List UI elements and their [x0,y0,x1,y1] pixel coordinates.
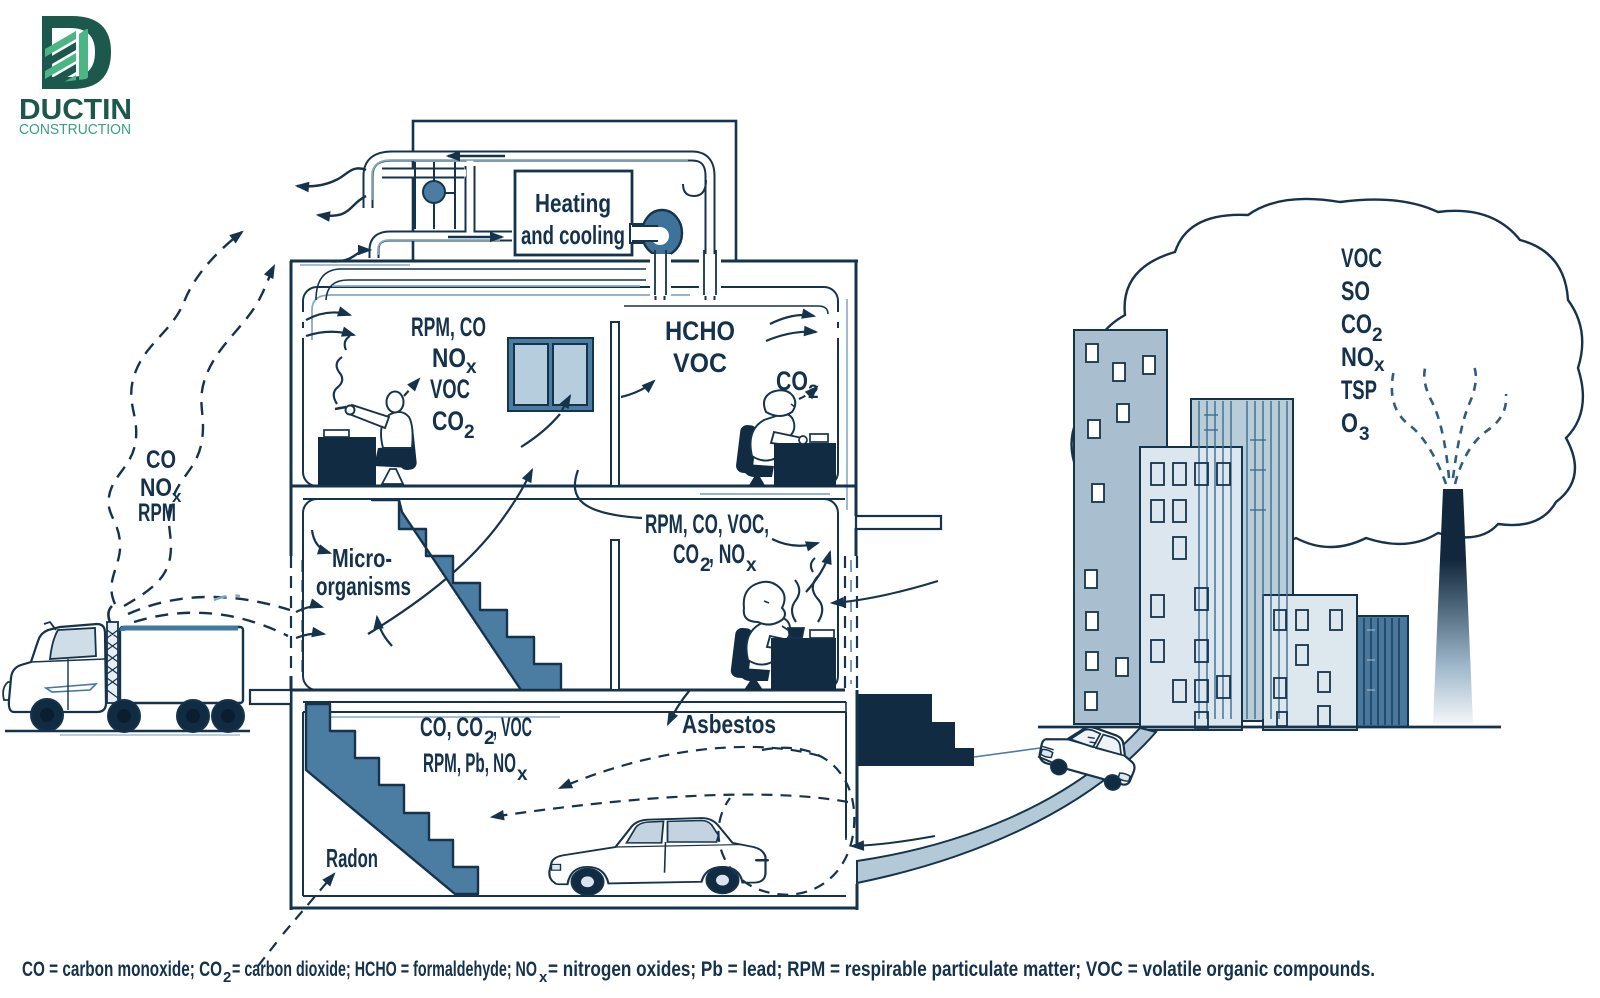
svg-text:x: x [539,969,548,986]
svg-text:RPM: RPM [138,499,176,527]
svg-text:Heating: Heating [535,188,611,218]
svg-text:= nitrogen oxides; Pb = lead;: = nitrogen oxides; Pb = lead; RPM = resp… [548,958,1375,981]
svg-text:VOC: VOC [430,374,470,404]
svg-text:CO: CO [146,446,176,474]
svg-text:NO: NO [140,474,172,502]
svg-text:Micro-: Micro- [332,543,392,573]
svg-text:O: O [1341,408,1358,438]
svg-text:TSP: TSP [1341,375,1377,405]
svg-text:and cooling: and cooling [521,220,625,250]
svg-text:NO: NO [432,343,466,373]
svg-text:organisms: organisms [316,571,411,601]
svg-text:NO: NO [1341,342,1374,372]
svg-text:3: 3 [1359,424,1370,445]
svg-text:DUCTIN: DUCTIN [19,94,132,126]
svg-text:CO = carbon monoxide; CO: CO = carbon monoxide; CO [22,958,222,981]
svg-text:CO: CO [432,406,464,436]
svg-text:2: 2 [1372,325,1383,346]
svg-text:CO: CO [1341,309,1372,339]
svg-text:x: x [746,555,757,576]
svg-text:RPM, CO: RPM, CO [411,312,486,342]
svg-text:2: 2 [484,728,495,749]
svg-text:Asbestos: Asbestos [682,709,776,739]
svg-text:SO: SO [1341,276,1370,306]
svg-text:x: x [466,357,477,378]
svg-text:CO: CO [776,366,808,396]
svg-text:RPM, Pb, NO: RPM, Pb, NO [423,748,516,778]
svg-text:2: 2 [223,969,231,986]
svg-text:CO, CO: CO, CO [420,712,483,742]
svg-text:CO: CO [673,539,699,569]
svg-text:= carbon dioxide; HCHO = forma: = carbon dioxide; HCHO = formaldehyde; N… [232,958,537,981]
svg-text:x: x [1374,355,1385,376]
svg-text:HCHO: HCHO [665,316,735,346]
svg-text:VOC: VOC [673,348,727,378]
svg-text:CONSTRUCTION: CONSTRUCTION [19,121,131,138]
svg-text:x: x [172,487,182,506]
svg-text:, NO: , NO [709,539,745,569]
svg-text:RPM, CO, VOC,: RPM, CO, VOC, [645,509,769,539]
svg-text:2: 2 [808,382,819,403]
svg-text:Radon: Radon [326,843,378,873]
svg-text:2: 2 [464,422,475,443]
svg-text:2: 2 [700,555,711,576]
svg-text:, VOC: , VOC [493,712,532,742]
svg-text:x: x [517,764,528,785]
svg-text:VOC: VOC [1341,243,1382,273]
